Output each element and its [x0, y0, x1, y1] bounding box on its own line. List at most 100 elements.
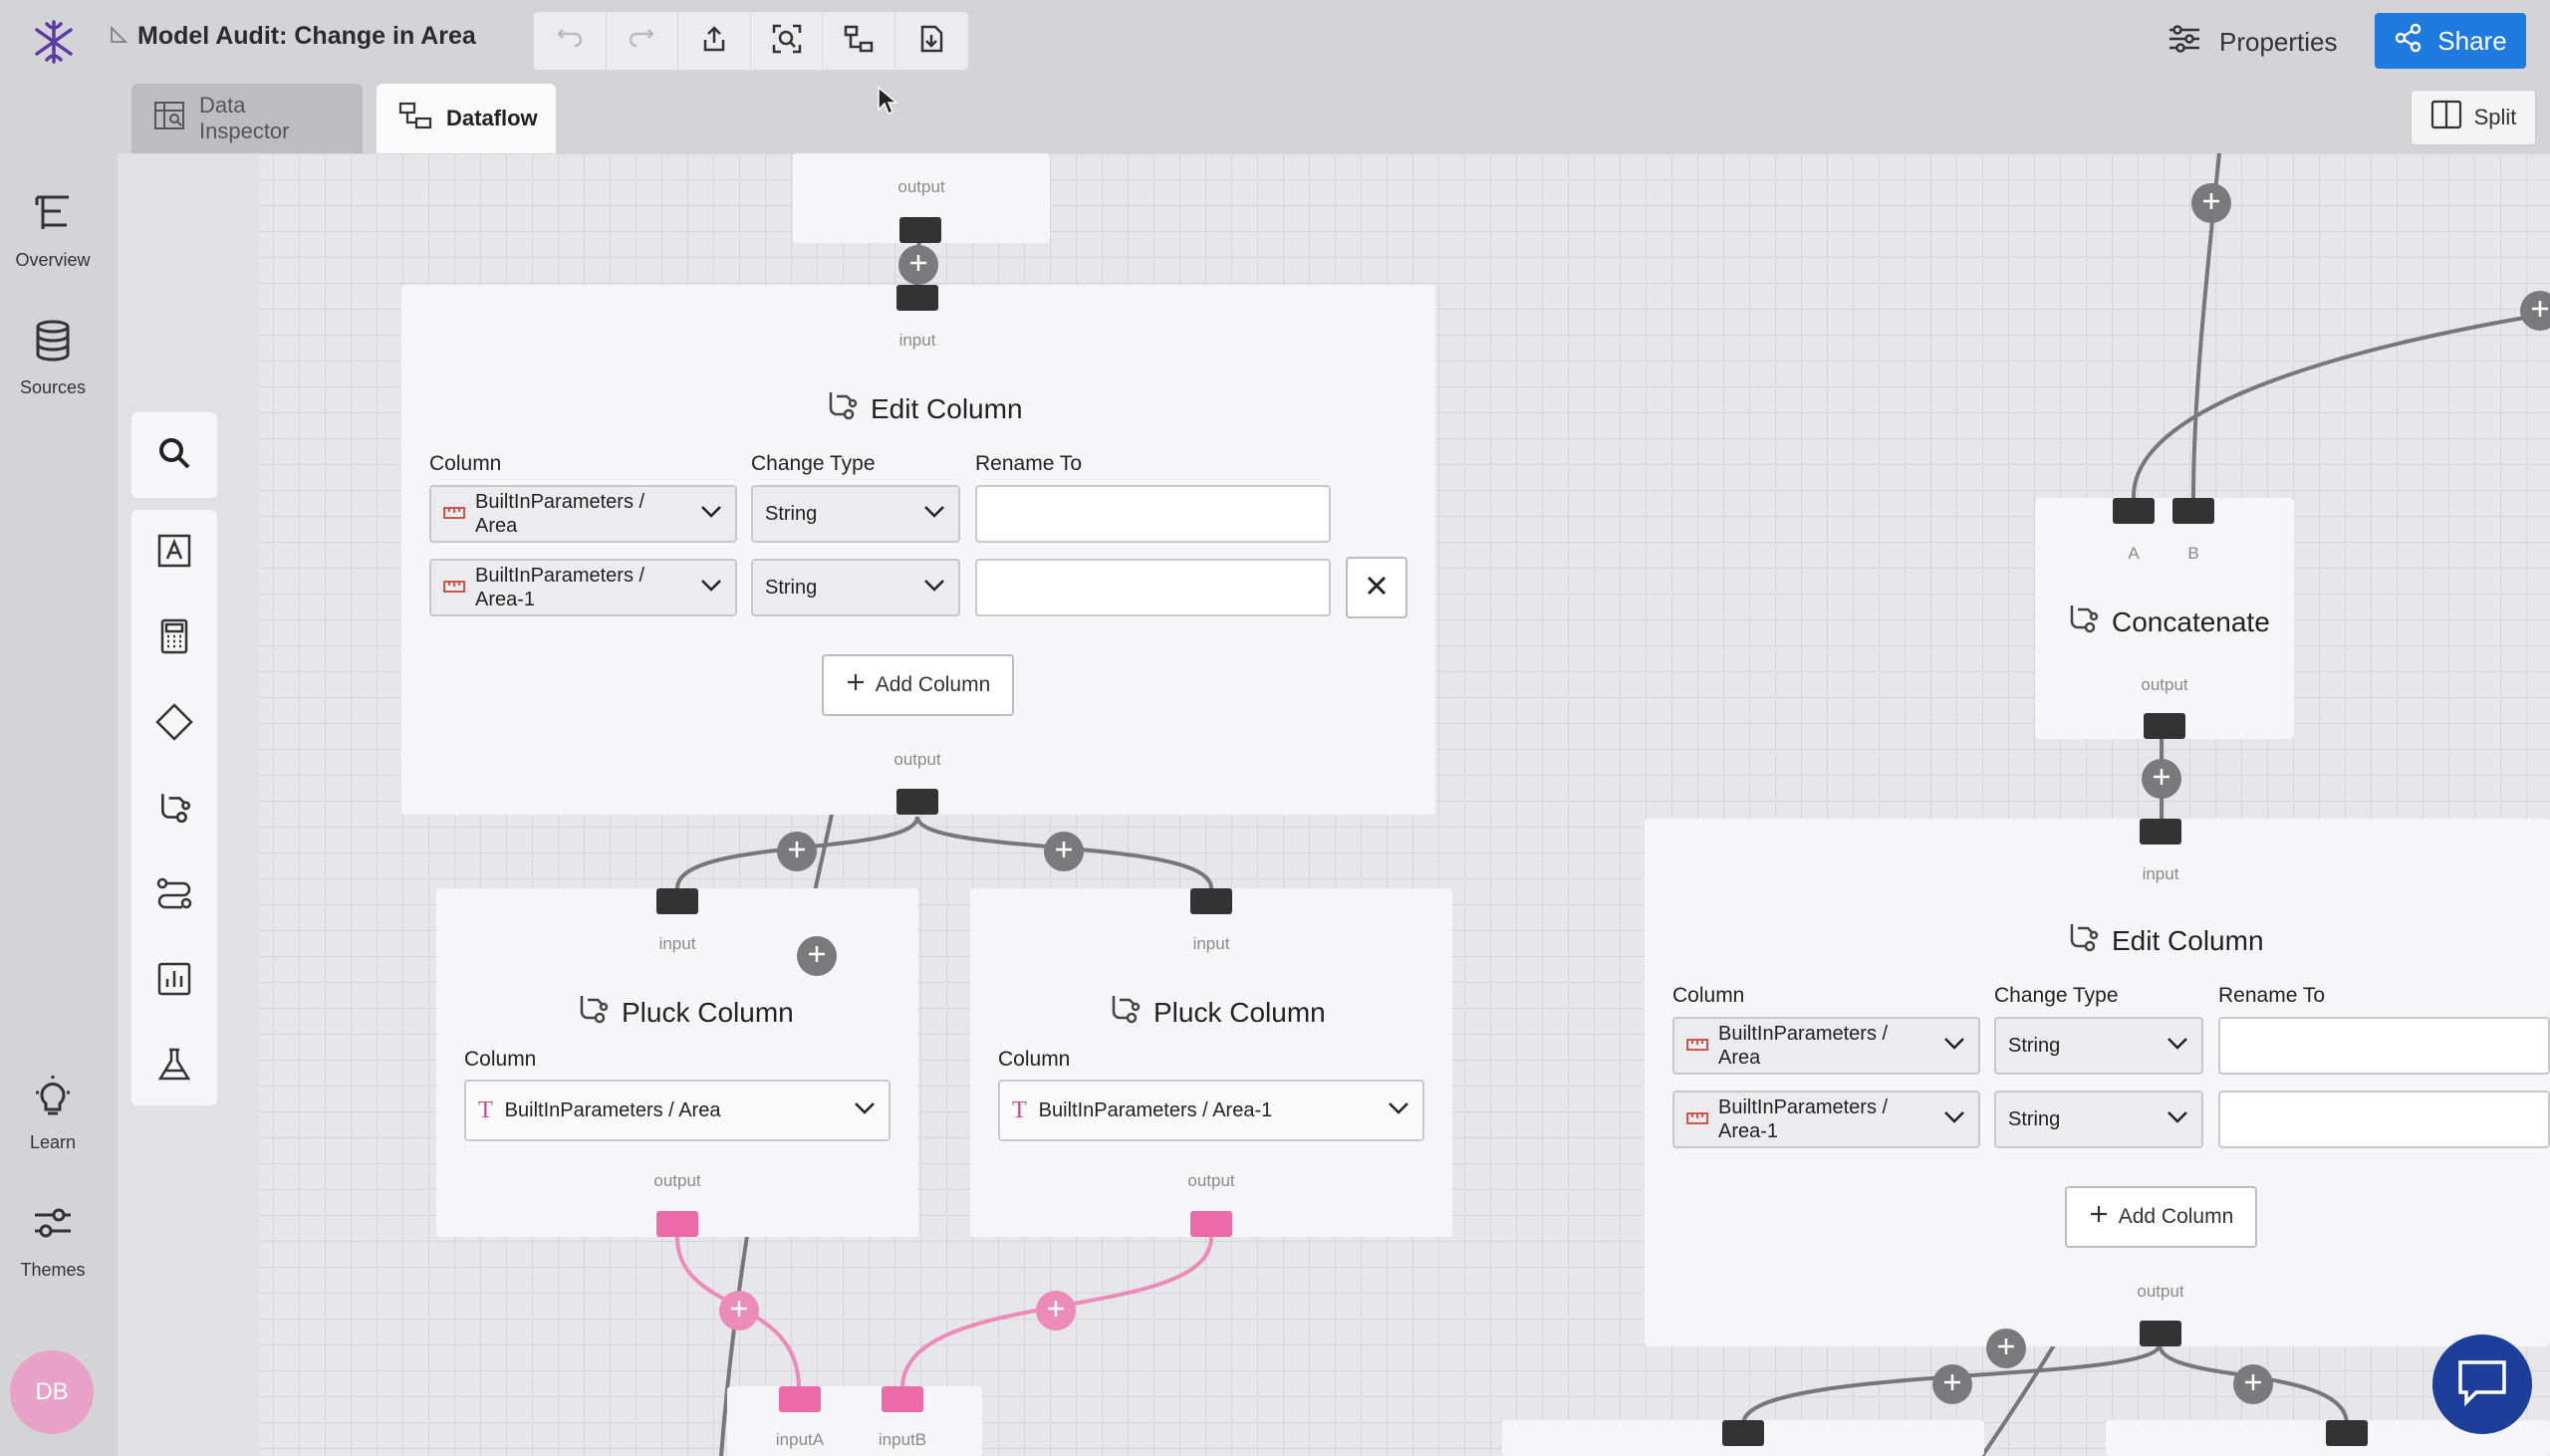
app-logo-icon[interactable] [28, 16, 80, 68]
undo-icon [555, 24, 585, 59]
chat-support-button[interactable] [2432, 1335, 2532, 1434]
rename-to-input[interactable] [2218, 1017, 2550, 1075]
insert-node-button[interactable] [1932, 1364, 1972, 1404]
insert-node-button[interactable] [898, 245, 938, 285]
edit-column-input-port[interactable] [2140, 819, 2181, 845]
palette-calculate-node[interactable] [131, 596, 217, 681]
insert-node-button[interactable] [719, 1291, 759, 1331]
zoom-scan-icon [771, 23, 803, 60]
text-type-icon: T [478, 1096, 493, 1123]
split-view-button[interactable]: Split [2411, 90, 2536, 145]
undo-button[interactable] [534, 12, 607, 70]
ruler-icon [1686, 1108, 1708, 1131]
tab-data-inspector[interactable]: Data Inspector [131, 84, 363, 153]
join-node[interactable] [727, 1386, 982, 1456]
insert-node-button[interactable] [1986, 1329, 2026, 1368]
insert-node-button[interactable] [1036, 1291, 1076, 1331]
sidebar-item-overview[interactable]: Overview [0, 191, 106, 271]
split-label: Split [2473, 105, 2517, 129]
palette-condition-node[interactable] [131, 681, 217, 767]
downstream-input-port[interactable] [1722, 1420, 1764, 1446]
change-type-value: String [2008, 1035, 2061, 1057]
concatenate-input-a-port[interactable] [2113, 498, 2155, 524]
rename-to-input[interactable] [975, 559, 1331, 616]
insert-node-button[interactable] [2142, 759, 2181, 799]
change-type-select[interactable]: String [1994, 1017, 2203, 1075]
sidebar-item-learn[interactable]: Learn [0, 1074, 106, 1153]
palette-text-node[interactable] [131, 510, 217, 596]
plus-icon [1045, 1298, 1067, 1325]
input-a-port[interactable] [779, 1386, 821, 1412]
pluck-column-node[interactable] [436, 888, 918, 1237]
search-button[interactable] [131, 412, 217, 498]
pluck-column-select[interactable]: T BuiltInParameters / Area [464, 1080, 891, 1141]
remove-row-button[interactable] [1346, 557, 1407, 618]
edit-column-output-port[interactable] [896, 789, 938, 815]
database-icon [31, 319, 75, 367]
change-type-select[interactable]: String [751, 559, 960, 616]
insert-node-button[interactable] [2520, 291, 2550, 331]
column-value-line1: BuiltInParameters / [1718, 1096, 1889, 1118]
edit-column-title-text: Edit Column [2112, 924, 2264, 956]
input-b-label: inputB [878, 1430, 927, 1449]
palette-test-node[interactable] [131, 1024, 217, 1109]
change-type-value: String [765, 503, 818, 525]
edit-column-output-port[interactable] [2140, 1321, 2181, 1346]
insert-node-button[interactable] [2233, 1364, 2273, 1404]
column-select[interactable]: BuiltInParameters /Area [1672, 1017, 1980, 1075]
chevron-down-icon [699, 577, 723, 600]
concatenate-input-b-port[interactable] [2172, 498, 2214, 524]
edit-column-input-port[interactable] [896, 285, 938, 311]
pluck-column-title-text: Pluck Column [1153, 996, 1326, 1028]
chevron-down-icon [1387, 1099, 1410, 1122]
edit-column-node[interactable] [401, 285, 1435, 815]
download-button[interactable] [895, 12, 968, 70]
upstream-output-port[interactable] [899, 217, 941, 243]
pluck-column-input-port[interactable] [656, 888, 698, 914]
column-select[interactable]: BuiltInParameters /Area-1 [429, 559, 737, 616]
palette-route-node[interactable] [131, 852, 217, 938]
wire-to-concat-a [2131, 315, 2531, 499]
export-button[interactable] [678, 12, 751, 70]
edit-column-node[interactable] [1645, 819, 2550, 1346]
column-value-line2: Area-1 [475, 589, 536, 610]
rename-to-input[interactable] [2218, 1091, 2550, 1148]
zoom-fit-button[interactable] [751, 12, 824, 70]
insert-node-button[interactable] [797, 936, 837, 976]
pluck-column-input-port[interactable] [1190, 888, 1232, 914]
concatenate-node[interactable] [2035, 498, 2294, 739]
plus-icon [1941, 1371, 1963, 1398]
input-b-port[interactable] [882, 1386, 923, 1412]
auto-layout-button[interactable] [823, 12, 895, 70]
properties-button[interactable]: Properties [2168, 20, 2338, 64]
pluck-column-output-port[interactable] [656, 1211, 698, 1237]
downstream-input-port[interactable] [2326, 1420, 2368, 1446]
user-avatar[interactable]: DB [10, 1350, 94, 1434]
pluck-column-select[interactable]: T BuiltInParameters / Area-1 [998, 1080, 1424, 1141]
redo-button[interactable] [607, 12, 679, 70]
rename-to-input[interactable] [975, 485, 1331, 543]
insert-node-button[interactable] [777, 832, 817, 871]
add-column-button[interactable]: Add Column [2065, 1186, 2257, 1248]
palette-chart-node[interactable] [131, 938, 217, 1024]
pluck-column-output-port[interactable] [1190, 1211, 1232, 1237]
add-column-button[interactable]: Add Column [822, 654, 1014, 716]
palette-transform-node[interactable] [131, 767, 217, 852]
share-button[interactable]: Share [2375, 13, 2526, 69]
change-type-select[interactable]: String [751, 485, 960, 543]
tab-dataflow[interactable]: Dataflow [377, 84, 556, 153]
sidebar-item-sources[interactable]: Sources [0, 319, 106, 398]
rename-to-header: Rename To [975, 452, 1083, 475]
column-select[interactable]: BuiltInParameters /Area-1 [1672, 1091, 1980, 1148]
sidebar-item-themes[interactable]: Themes [0, 1201, 106, 1281]
pluck-column-input-label: input [658, 934, 696, 953]
file-download-icon [916, 24, 946, 59]
pluck-column-label: Column [464, 1048, 537, 1071]
pluck-column-node[interactable] [970, 888, 1452, 1237]
change-type-select[interactable]: String [1994, 1091, 2203, 1148]
insert-node-button[interactable] [1044, 832, 1084, 871]
concatenate-output-port[interactable] [2144, 713, 2185, 739]
column-select[interactable]: BuiltInParameters /Area [429, 485, 737, 543]
column-select-value: BuiltInParameters /Area-1 [475, 564, 699, 611]
insert-node-button[interactable] [2191, 183, 2231, 223]
